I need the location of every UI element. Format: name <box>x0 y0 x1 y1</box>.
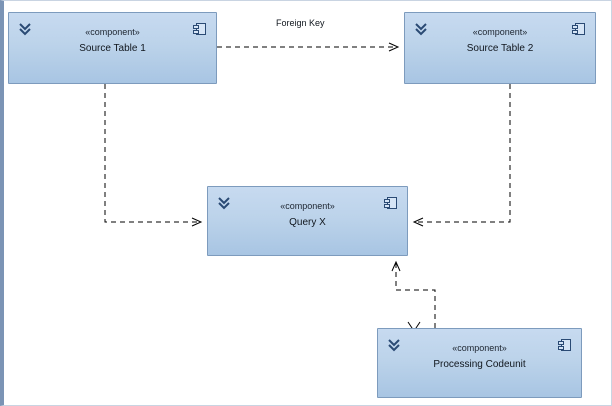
double-chevron-down-icon[interactable] <box>216 195 232 211</box>
edge-source-table-2-to-query-x <box>412 84 511 227</box>
node-stereotype: «component» <box>280 201 335 211</box>
component-icon <box>557 337 573 353</box>
node-stereotype: «component» <box>472 27 528 37</box>
component-icon <box>192 21 208 37</box>
component-node-processing-codeunit[interactable]: «component» Processing Codeunit <box>377 328 582 398</box>
component-icon <box>571 21 587 37</box>
node-name: Source Table 2 <box>466 43 534 54</box>
edge-label-foreign-key: Foreign Key <box>276 18 325 28</box>
edge-source-table-1-to-query-x <box>104 84 203 227</box>
node-name: Processing Codeunit <box>433 359 526 370</box>
double-chevron-down-icon[interactable] <box>413 21 429 37</box>
edge-processing-codeunit-to-query-x <box>391 260 436 332</box>
component-node-source-table-2[interactable]: «component» Source Table 2 <box>404 12 596 84</box>
component-icon <box>383 195 399 211</box>
node-name: Query X <box>289 217 326 228</box>
node-stereotype: «component» <box>452 343 507 353</box>
component-node-source-table-1[interactable]: «component» Source Table 1 <box>8 12 217 84</box>
double-chevron-down-icon[interactable] <box>386 337 402 353</box>
node-name: Source Table 1 <box>79 43 146 54</box>
node-stereotype: «component» <box>85 27 140 37</box>
component-node-query-x[interactable]: «component» Query X <box>207 186 408 256</box>
double-chevron-down-icon[interactable] <box>17 21 33 37</box>
